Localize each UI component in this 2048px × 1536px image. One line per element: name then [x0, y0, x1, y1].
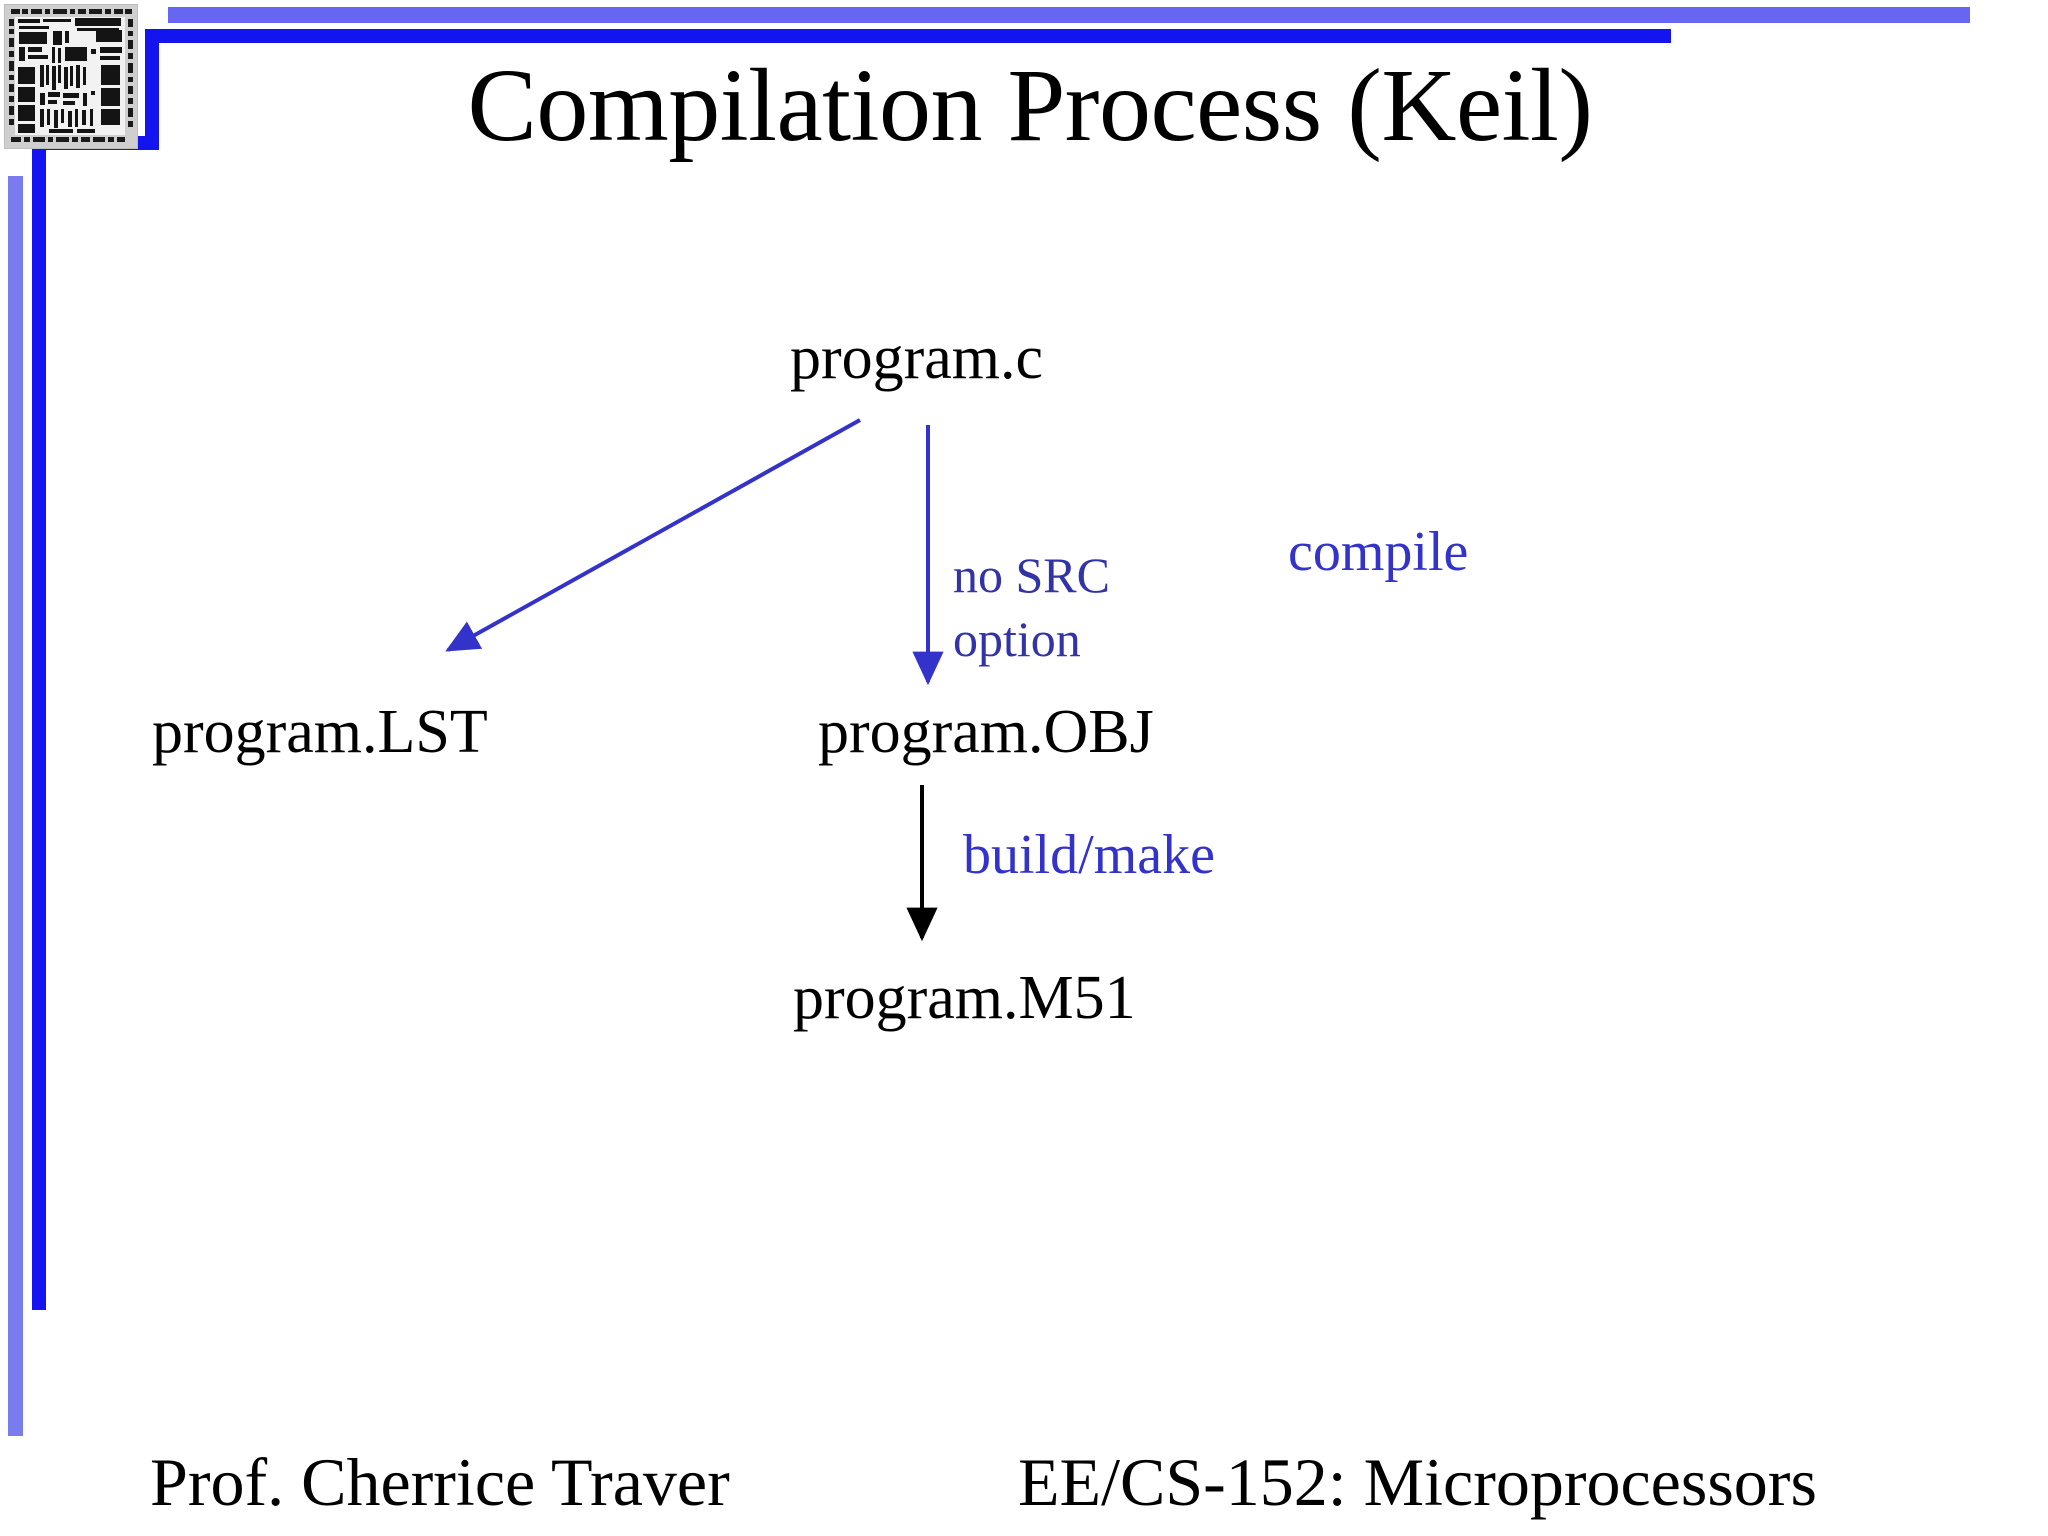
decor-rule-light-top [168, 7, 1970, 23]
cpu-die-micrograph-image [4, 4, 138, 149]
diagram-node-program-m51: program.M51 [793, 964, 1136, 1032]
decor-rule-light-left [8, 176, 23, 1436]
diagram-node-program-c: program.c [790, 324, 1044, 392]
edge-label-build-make: build/make [963, 824, 1215, 886]
diagram-node-program-lst: program.LST [152, 698, 488, 766]
cpu-die-icon [5, 5, 137, 148]
diagram-node-program-obj: program.OBJ [818, 698, 1154, 766]
edge-label-no-src-option: no SRC option [953, 543, 1110, 671]
edge-label-no-src-line1: no SRC [953, 547, 1111, 603]
decor-rule-dark-elbow-vertical [145, 29, 159, 150]
footer-course: EE/CS-152: Microprocessors [1018, 1444, 1817, 1520]
decor-rule-dark-left [32, 178, 46, 1310]
slide-title: Compilation Process (Keil) [467, 48, 1593, 163]
decor-rule-dark-top [145, 29, 1671, 43]
arrow-program-c-to-lst [445, 418, 861, 652]
annotation-compile: compile [1288, 521, 1469, 583]
footer-presenter: Prof. Cherrice Traver [150, 1444, 730, 1520]
edge-label-no-src-line2: option [953, 611, 1081, 667]
